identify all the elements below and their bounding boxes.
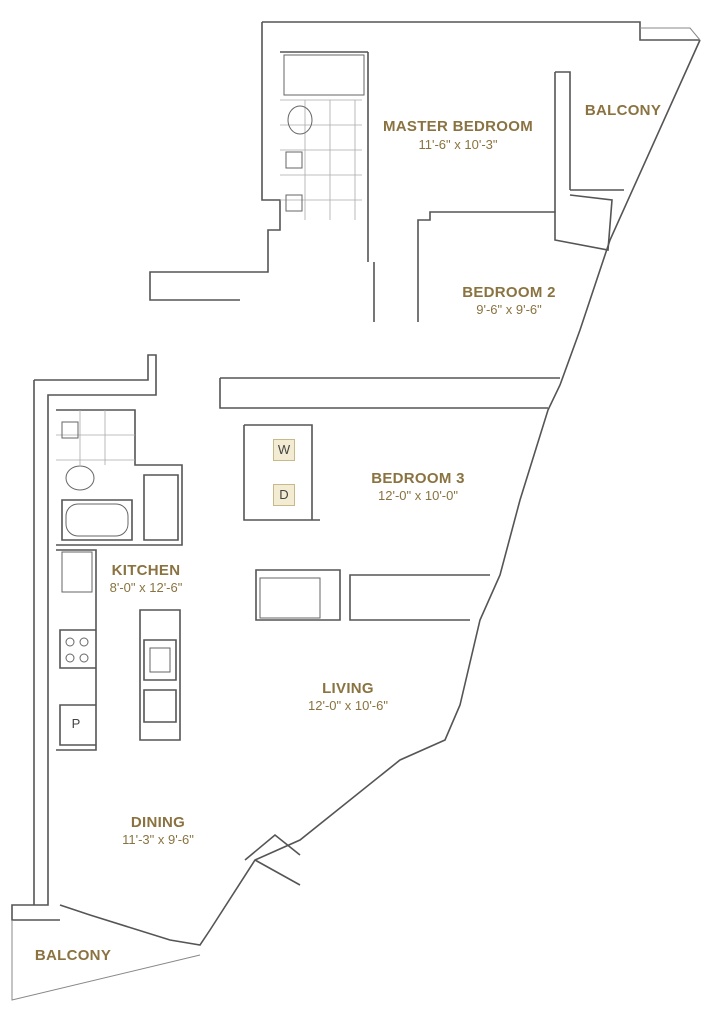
balcony-top-outline [640,27,701,41]
master-bedroom-dims: 11'-6" x 10'-3" [418,137,498,152]
kitchen-counter [56,549,97,751]
bedroom2-dims: 9'-6" x 9'-6" [476,302,542,317]
balcony-top-label: BALCONY [584,102,662,119]
bath2-tile [56,410,135,465]
stove-burner-3-icon [65,653,75,663]
living-bay [244,833,301,886]
kitchen-label: KITCHEN [111,562,181,579]
master-bath-wall [280,51,624,262]
bath2-sink-icon [61,421,79,439]
west-wall [11,354,157,921]
master-sink-1-icon [285,151,303,169]
master-sink-2-icon [285,194,303,212]
master-bedroom-label: MASTER BEDROOM [382,118,534,135]
washer-tag: W [273,439,295,461]
bedroom2-label: BEDROOM 2 [462,284,556,301]
dishwasher-icon [61,551,93,593]
stove-burner-2-icon [79,637,89,647]
bath2-toilet-icon [65,465,95,491]
master-bath-tile [280,99,362,220]
sink-island-icon [149,647,171,673]
kitchen-dims: 8'-0" x 12'-6" [109,580,183,595]
bedroom3-dims: 12'-0" x 10'-0" [378,488,458,503]
balcony-bottom-outline [11,920,201,1001]
living-dims: 12'-0" x 10'-6" [308,698,388,713]
kitchen-island [139,609,181,741]
stove-burner-1-icon [65,637,75,647]
stove-burner-4-icon [79,653,89,663]
bedroom3-wall [243,424,490,621]
pantry-tag: P [71,716,81,731]
dryer-tag: D [273,484,295,506]
bedroom3-label: BEDROOM 3 [371,470,465,487]
dining-label: DINING [130,814,186,831]
laundry-cabinet [259,577,321,619]
master-shower [283,54,365,96]
bathtub-icon [65,503,129,537]
east-facade [59,39,701,946]
balcony-bottom-label: BALCONY [34,947,112,964]
living-label: LIVING [322,680,374,697]
bath2-walls [56,409,183,546]
master-toilet-icon [287,105,313,135]
dining-dims: 11'-3" x 9'-6" [122,832,194,847]
bedroom2-south-wall [219,377,560,409]
outer-wall-north [149,21,700,322]
